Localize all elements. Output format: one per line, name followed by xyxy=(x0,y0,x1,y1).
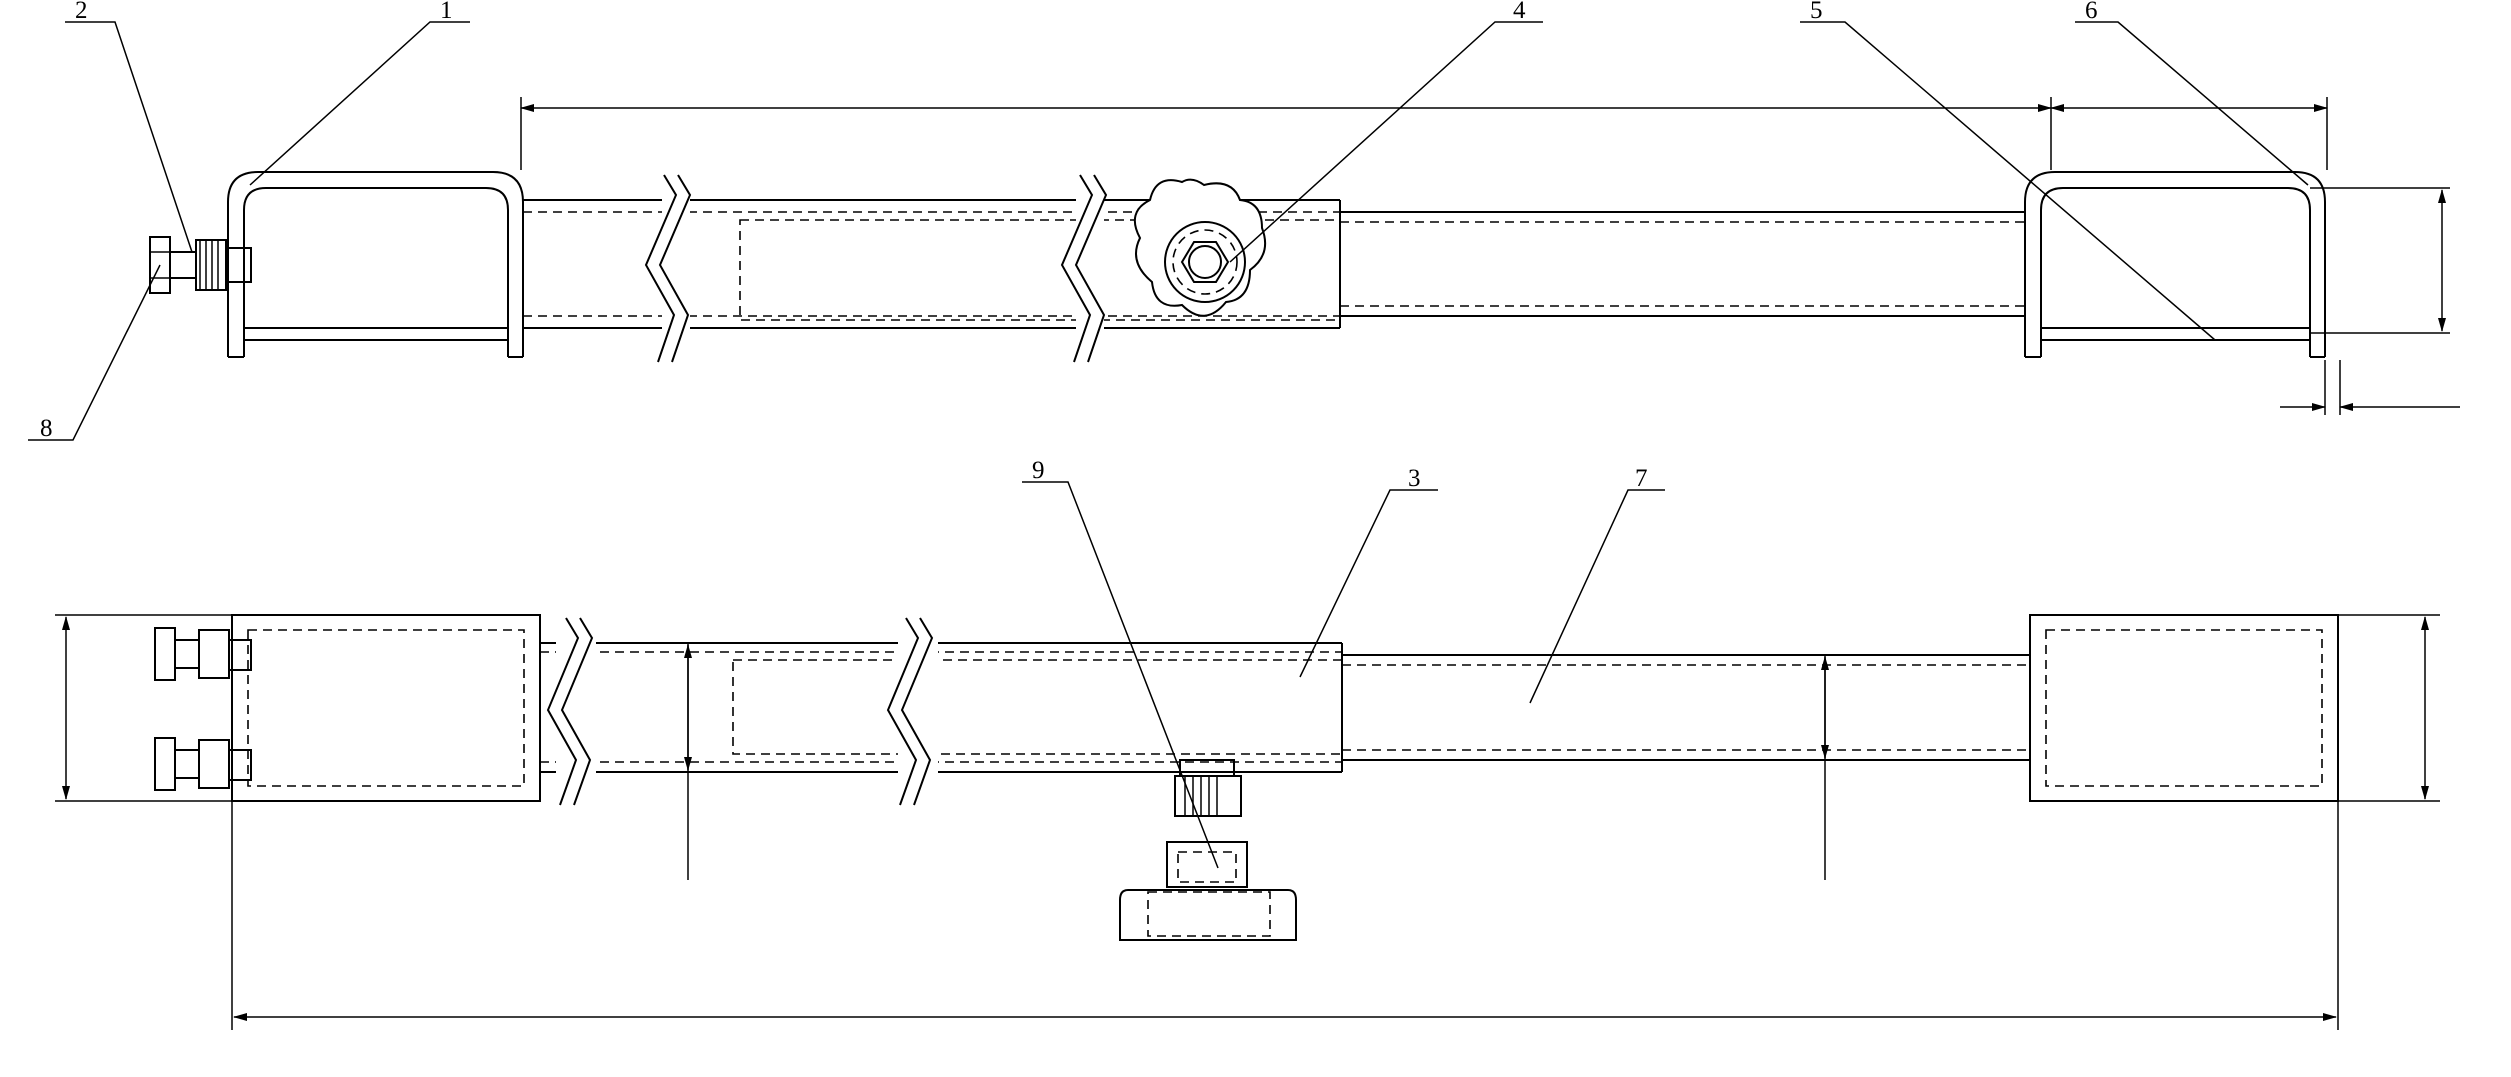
outer-tube-front xyxy=(540,642,1343,773)
callout-1: 1 xyxy=(249,0,470,186)
star-knob-front xyxy=(1119,759,1297,941)
svg-text:9: 9 xyxy=(1032,457,1045,484)
callout-6: 6 xyxy=(2075,0,2309,186)
callout-5: 5 xyxy=(1800,0,2216,341)
left-end-block xyxy=(231,614,541,802)
callout-4: 4 xyxy=(1229,0,1543,263)
break-marks-top xyxy=(644,172,1108,363)
svg-text:4: 4 xyxy=(1513,0,1526,24)
svg-text:5: 5 xyxy=(1810,0,1823,24)
svg-text:7: 7 xyxy=(1635,465,1648,492)
star-knob-top xyxy=(1133,178,1266,317)
callout-3: 3 xyxy=(1299,465,1438,678)
svg-text:2: 2 xyxy=(75,0,88,24)
svg-text:8: 8 xyxy=(40,415,53,442)
svg-text:1: 1 xyxy=(440,0,453,24)
front-view xyxy=(55,614,2440,1030)
inner-tube-front xyxy=(732,654,2030,761)
svg-text:6: 6 xyxy=(2085,0,2098,24)
break-marks-front xyxy=(546,615,938,806)
callout-8: 8 xyxy=(28,264,161,442)
dimension-lines-front xyxy=(55,614,2440,1030)
callout-9: 9 xyxy=(1022,457,1219,869)
right-end-block xyxy=(2029,614,2339,802)
right-bracket xyxy=(2024,171,2326,358)
side-bolts-front xyxy=(154,627,252,791)
dimension-lines-top xyxy=(520,97,2460,415)
side-bolt-top xyxy=(149,236,252,294)
callout-7: 7 xyxy=(1529,465,1665,704)
callout-2: 2 xyxy=(65,0,193,253)
top-view xyxy=(149,97,2460,415)
svg-text:3: 3 xyxy=(1408,465,1421,492)
inner-tube-top xyxy=(739,211,2025,321)
left-bracket xyxy=(227,171,524,358)
